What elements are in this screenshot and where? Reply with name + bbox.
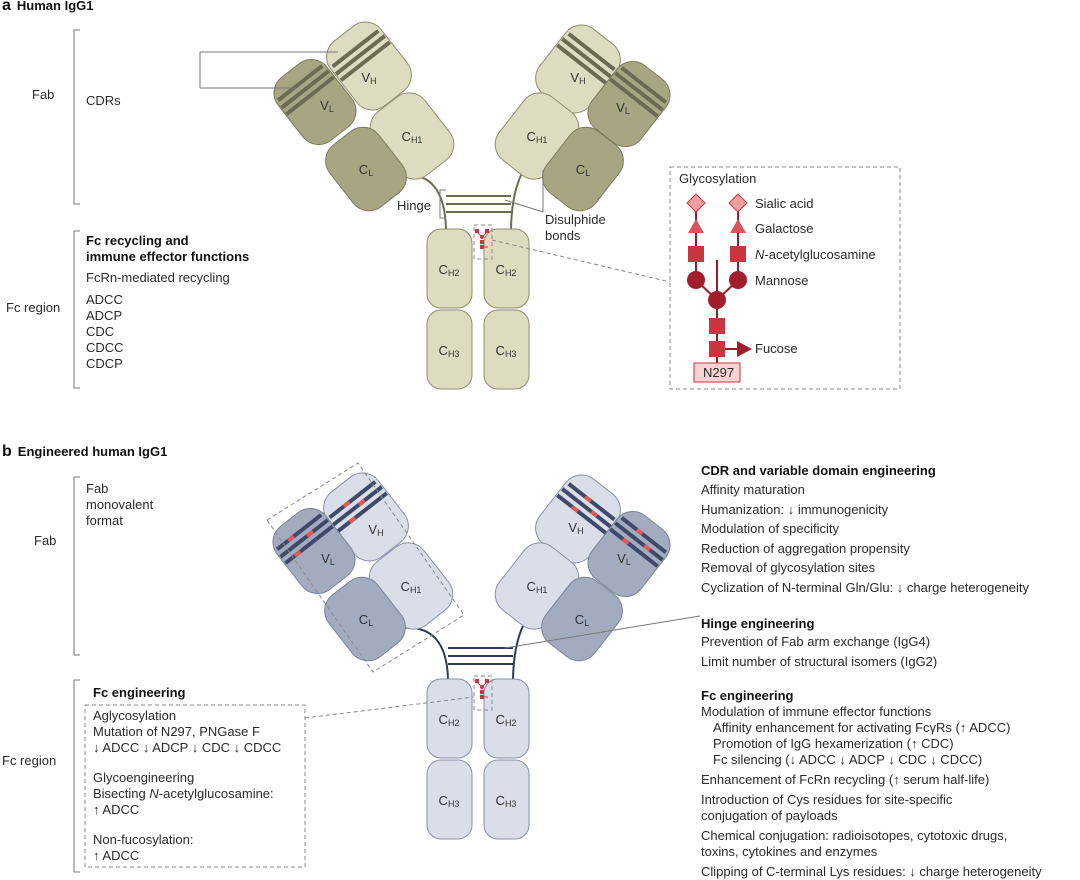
cdrs-label: CDRs	[86, 93, 121, 108]
hinge-item: Limit number of structural isomers (IgG2…	[701, 653, 938, 669]
effector-function-item: ADCP	[86, 308, 123, 323]
fc-fcrn: Enhancement of FcRn recycling (↑ serum h…	[701, 772, 990, 787]
fc-chem-1: Chemical conjugation: radioisotopes, cyt…	[701, 828, 1008, 843]
nonfuc-1: Non-fucosylation:	[93, 832, 194, 847]
cdr-engineering-heading: CDR and variable domain engineering	[701, 463, 936, 478]
fc-cys-1: Introduction of Cys residues for site-sp…	[701, 792, 953, 807]
effector-function-list: ADCC ADCP CDC CDCC CDCP	[86, 292, 124, 372]
cdr-item: Humanization: ↓ immunogenicity	[701, 501, 889, 517]
glyco-2-italic: N	[149, 786, 159, 801]
b-right-vh: VH	[535, 474, 621, 564]
disulphide-label-1: Disulphide	[545, 212, 606, 227]
a-right-vl: VL	[587, 60, 671, 148]
n297-label: N297	[703, 365, 735, 380]
fc-sub-item: Fc silencing (↓ ADCC ↓ ADCP ↓ CDC ↓ CDCC…	[713, 752, 983, 767]
fc-region-label-b: Fc region	[2, 753, 57, 768]
agly-1: Aglycosylation	[93, 708, 177, 723]
monovalent-line: monovalent	[86, 497, 154, 512]
cdr-item: Reduction of aggregation propensity	[701, 540, 910, 556]
panel-a-letter: a	[2, 0, 11, 14]
spacer	[93, 818, 281, 832]
a-left-vh: VH	[326, 21, 412, 111]
effector-function-item: CDCP	[86, 356, 123, 371]
disulphide-label-2: bonds	[545, 228, 581, 243]
fab-label-b: Fab	[34, 533, 57, 548]
hinge-engineering-list: Prevention of Fab arm exchange (IgG4) Li…	[701, 632, 937, 671]
agly-2: Mutation of N297, PNGase F	[93, 724, 260, 739]
agly-3: ↓ ADCC ↓ ADCP ↓ CDC ↓ CDCC	[93, 740, 282, 755]
fc-sub-item: Promotion of IgG hexamerization (↑ CDC)	[713, 736, 954, 751]
panel-a-title: a Human IgG1	[2, 0, 93, 14]
glyco-2-pre: Bisecting	[93, 786, 150, 801]
b-right-cl: CL	[541, 576, 623, 662]
a-left-cl: CL	[325, 126, 407, 212]
monovalent-line: Fab	[86, 481, 109, 496]
glcnac-italic: N	[755, 247, 765, 262]
glycan-structure	[686, 193, 752, 383]
b-fc: CH2 CH2 CH3 CH3	[426, 675, 530, 840]
a-right-cl: CL	[542, 126, 624, 212]
sialic-acid-label: Sialic acid	[755, 196, 814, 211]
a-left-vl: VL	[273, 58, 357, 146]
effector-function-item: CDC	[86, 324, 115, 339]
left-fc-engineering-list: Aglycosylation Mutation of N297, PNGase …	[93, 708, 281, 864]
panel-b-antibody: VH VL CH1 CL	[73, 462, 701, 873]
panel-b-title-text: Engineered human IgG1	[17, 444, 168, 459]
fc-modulation: Modulation of immune effector functions	[701, 704, 932, 719]
glyco-2-post: -acetylglucosamine:	[158, 786, 274, 801]
fc-engineering-left-heading: Fc engineering	[93, 685, 186, 700]
hinge-engineering-heading: Hinge engineering	[701, 616, 815, 631]
monovalent-format-label: Fab monovalent format	[86, 481, 153, 529]
fc-chem-2: toxins, cytokines and enzymes	[701, 844, 878, 859]
fc-lys: Clipping of C-terminal Lys residues: ↓ c…	[701, 864, 1042, 879]
monovalent-line: format	[86, 513, 123, 528]
mannose-label: Mannose	[755, 273, 809, 288]
spacer	[93, 756, 281, 770]
fc-engineering-right-list: Modulation of immune effector functions …	[701, 704, 1042, 880]
fc-region-label-a: Fc region	[6, 300, 61, 315]
b-left-cl: CL	[324, 576, 406, 662]
cdr-item: Cyclization of N-terminal Gln/Glu: ↓ cha…	[701, 579, 1030, 595]
fc-heading-a-2: immune effector functions	[86, 249, 250, 264]
panel-b-letter: b	[2, 443, 12, 460]
panel-a-antibody: VH VL CH1 CL VH	[73, 21, 901, 390]
glyco-2: Bisecting N-acetylglucosamine:	[93, 786, 281, 802]
panel-a-title-text: Human IgG1	[16, 0, 94, 13]
fcrn-label-a: FcRn-mediated recycling	[86, 270, 230, 285]
a-right-vh: VH	[535, 24, 621, 114]
glycosylation-title: Glycosylation	[679, 171, 757, 186]
hinge-label-a: Hinge	[397, 198, 431, 213]
panel-b-title: b Engineered human IgG1	[2, 444, 167, 460]
b-right-vl: VL	[587, 510, 671, 598]
glyco-3: ↑ ADCC	[93, 802, 140, 817]
fc-cys-2: conjugation of payloads	[701, 808, 838, 823]
galactose-label: Galactose	[755, 221, 814, 236]
fc-heading-a-1: Fc recycling and	[86, 233, 189, 248]
effector-function-item: ADCC	[86, 292, 123, 307]
glcnac-rest: -acetylglucosamine	[764, 247, 876, 262]
effector-function-item: CDCC	[86, 340, 124, 355]
fc-sub-item: Affinity enhancement for activating FcγR…	[713, 720, 1011, 735]
cdr-engineering-list: Affinity maturation Humanization: ↓ immu…	[701, 480, 1029, 598]
fab-label-a: Fab	[32, 87, 55, 102]
cdr-item: Modulation of specificity	[701, 521, 840, 537]
glcnac-label: N-acetylglucosamine	[755, 247, 876, 263]
fc-engineering-right-heading: Fc engineering	[701, 688, 794, 703]
a-fc: CH2 CH2 CH3 CH3	[426, 224, 530, 390]
hinge-item: Prevention of Fab arm exchange (IgG4)	[701, 634, 931, 649]
fucose-label: Fucose	[755, 341, 798, 356]
glyco-1: Glycoengineering	[93, 770, 195, 785]
cdr-item: Affinity maturation	[701, 482, 805, 497]
cdr-item: Removal of glycosylation sites	[701, 560, 876, 576]
b-left-vh: VH	[323, 472, 409, 562]
nonfuc-2: ↑ ADCC	[93, 848, 140, 863]
